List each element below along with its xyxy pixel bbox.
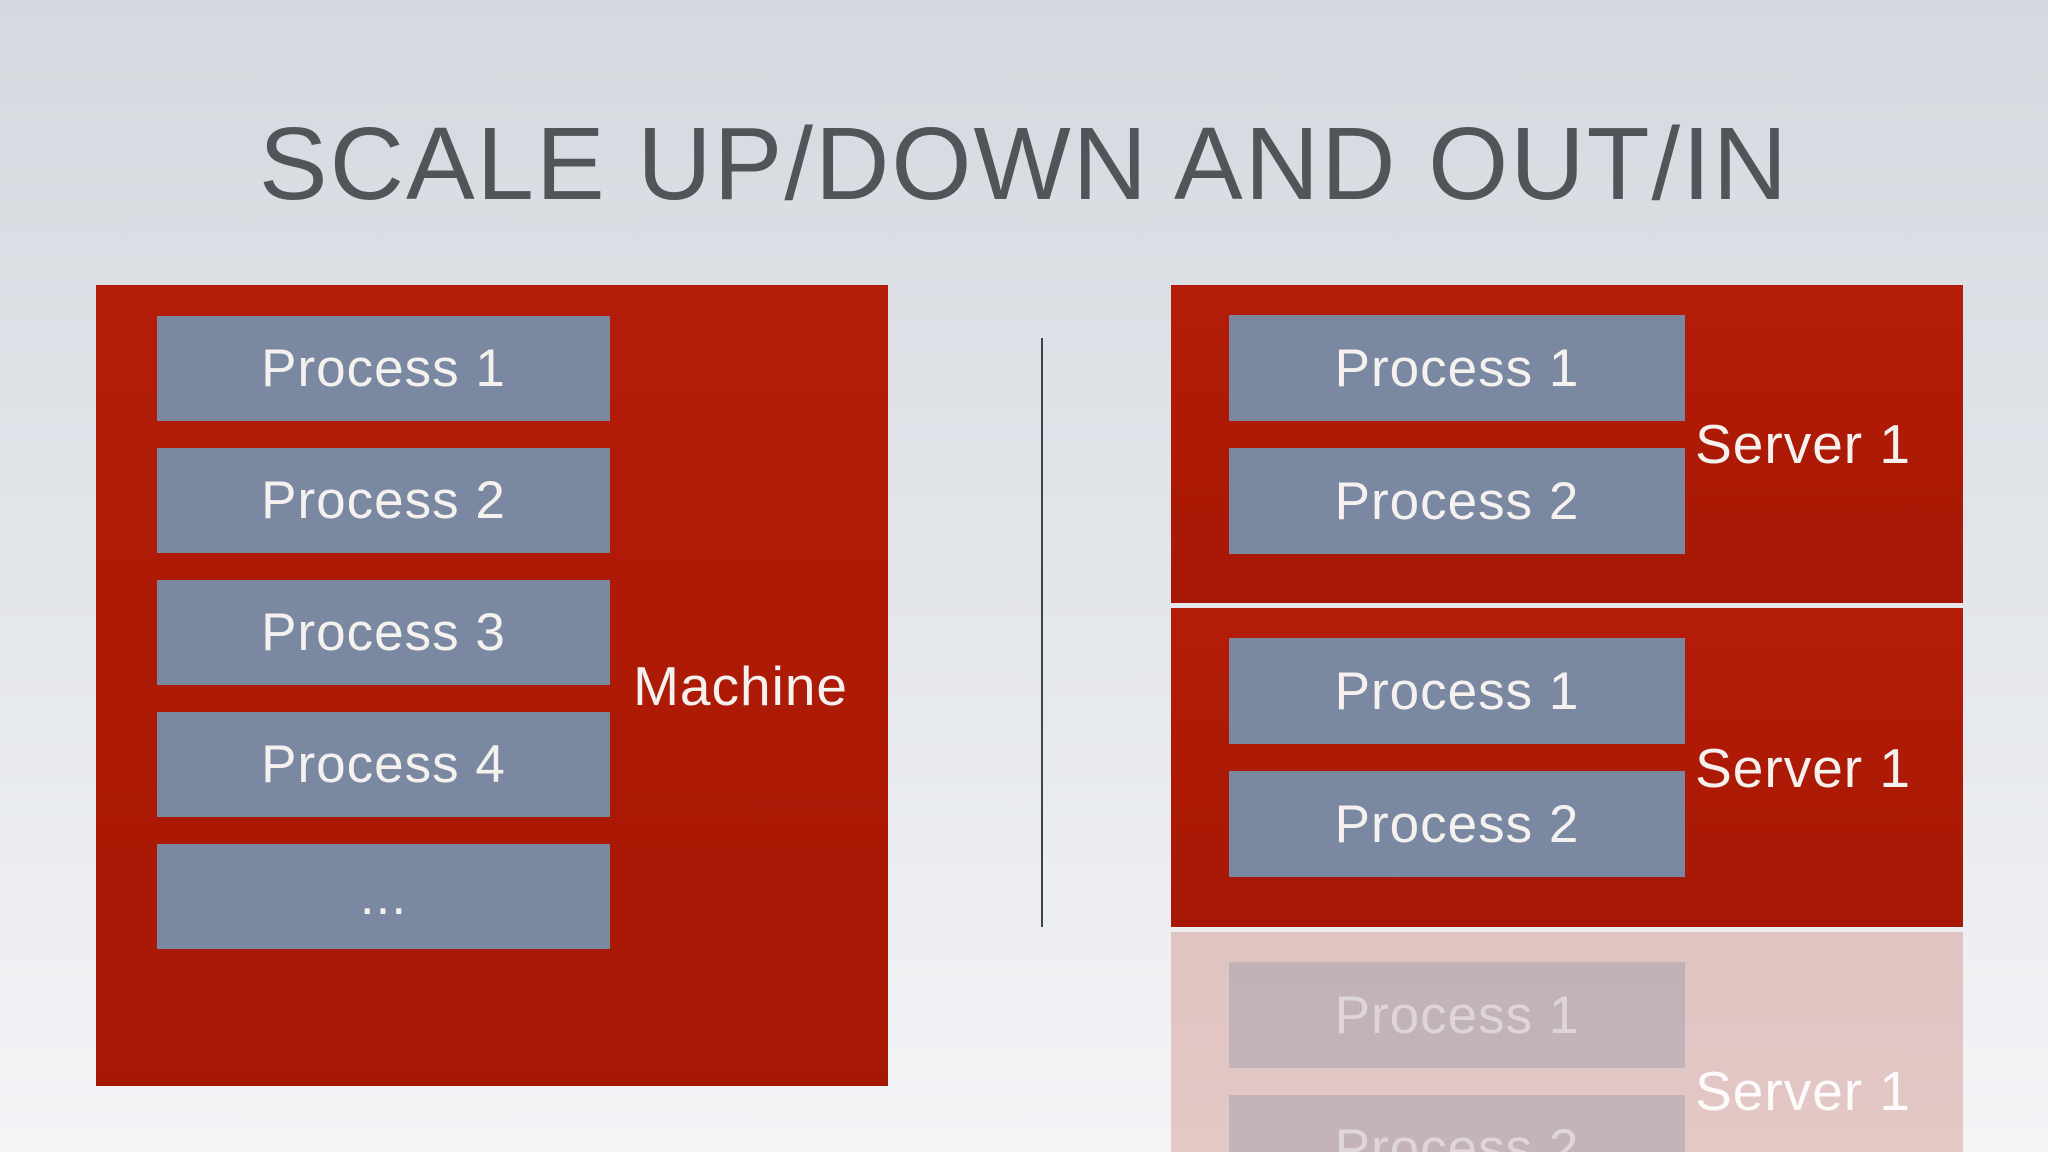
process-box: Process 2 (1229, 1095, 1685, 1152)
server-process-stack: Process 1 Process 2 (1229, 315, 1685, 581)
server-process-stack: Process 1 Process 2 (1229, 962, 1685, 1152)
machine-process-stack: Process 1 Process 2 Process 3 Process 4 … (157, 316, 610, 976)
process-box: ... (157, 844, 610, 949)
divider-line (1041, 338, 1043, 927)
process-box: Process 2 (1229, 448, 1685, 554)
server-label: Server 1 (1695, 1060, 1911, 1122)
machine-box: Process 1 Process 2 Process 3 Process 4 … (96, 285, 888, 1086)
slide-title: SCALE UP/DOWN AND OUT/IN (258, 106, 1790, 221)
server-label: Server 1 (1695, 413, 1911, 475)
process-box: Process 1 (157, 316, 610, 421)
process-box: Process 2 (1229, 771, 1685, 877)
server-box: Process 1 Process 2 Server 1 (1171, 285, 1963, 603)
process-box: Process 1 (1229, 962, 1685, 1068)
machine-label: Machine (633, 654, 848, 717)
process-box: Process 1 (1229, 638, 1685, 744)
server-label: Server 1 (1695, 736, 1911, 799)
server-box: Process 1 Process 2 Server 1 (1171, 608, 1963, 927)
server-process-stack: Process 1 Process 2 (1229, 638, 1685, 904)
server-box-faded: Process 1 Process 2 Server 1 (1171, 932, 1963, 1152)
process-box: Process 3 (157, 580, 610, 685)
process-box: Process 2 (157, 448, 610, 553)
process-box: Process 4 (157, 712, 610, 817)
process-box: Process 1 (1229, 315, 1685, 421)
